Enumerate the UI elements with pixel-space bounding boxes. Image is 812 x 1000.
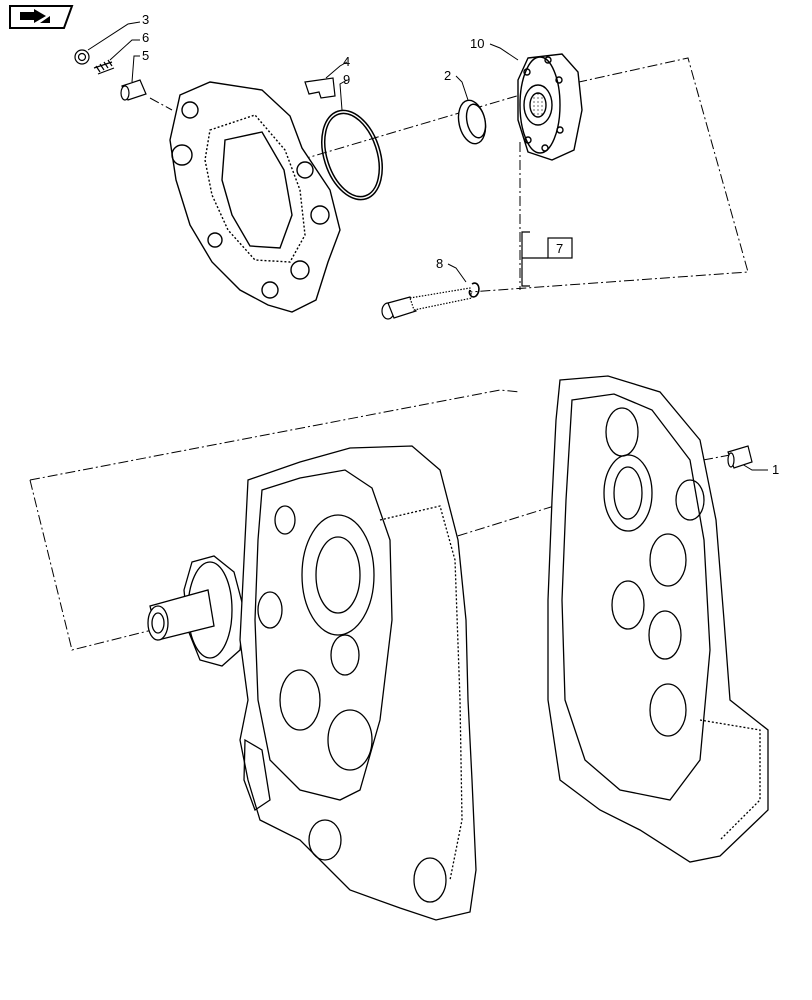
- item-10-pump: [517, 53, 583, 161]
- output-shaft-hub: [147, 555, 245, 667]
- callout-9[interactable]: 9: [343, 72, 350, 87]
- callout-5[interactable]: 5: [142, 48, 149, 63]
- page-flip-icon: [9, 5, 74, 29]
- callout-8[interactable]: 8: [436, 256, 443, 271]
- item-1-plug: [727, 445, 753, 469]
- callout-7[interactable]: 7: [556, 241, 563, 256]
- item-2-seal: [457, 99, 487, 145]
- callout-6[interactable]: 6: [142, 30, 149, 45]
- item-4-clip: [304, 77, 336, 99]
- upper-housing-cover: [169, 81, 341, 313]
- item-5-pin: [120, 79, 147, 101]
- item-7-bracket: [521, 231, 573, 287]
- callout-3[interactable]: 3: [142, 12, 149, 27]
- item-6-spring: [93, 59, 115, 75]
- callout-4[interactable]: 4: [343, 54, 350, 69]
- leader-lines: [87, 21, 768, 471]
- callout-2[interactable]: 2: [444, 68, 451, 83]
- rear-housing-plate: [547, 375, 769, 863]
- callout-labels: 3 6 5 4 9 2 10 8 7 1: [142, 12, 779, 477]
- item-9-oring: [321, 109, 383, 201]
- item-3-cap: [74, 49, 90, 65]
- page-nav-button[interactable]: [6, 4, 76, 30]
- item-8-bolt: [381, 287, 473, 320]
- item-8-washer: [468, 282, 480, 298]
- callout-10[interactable]: 10: [470, 36, 484, 51]
- callout-1[interactable]: 1: [772, 462, 779, 477]
- main-transmission-housing: [239, 445, 477, 921]
